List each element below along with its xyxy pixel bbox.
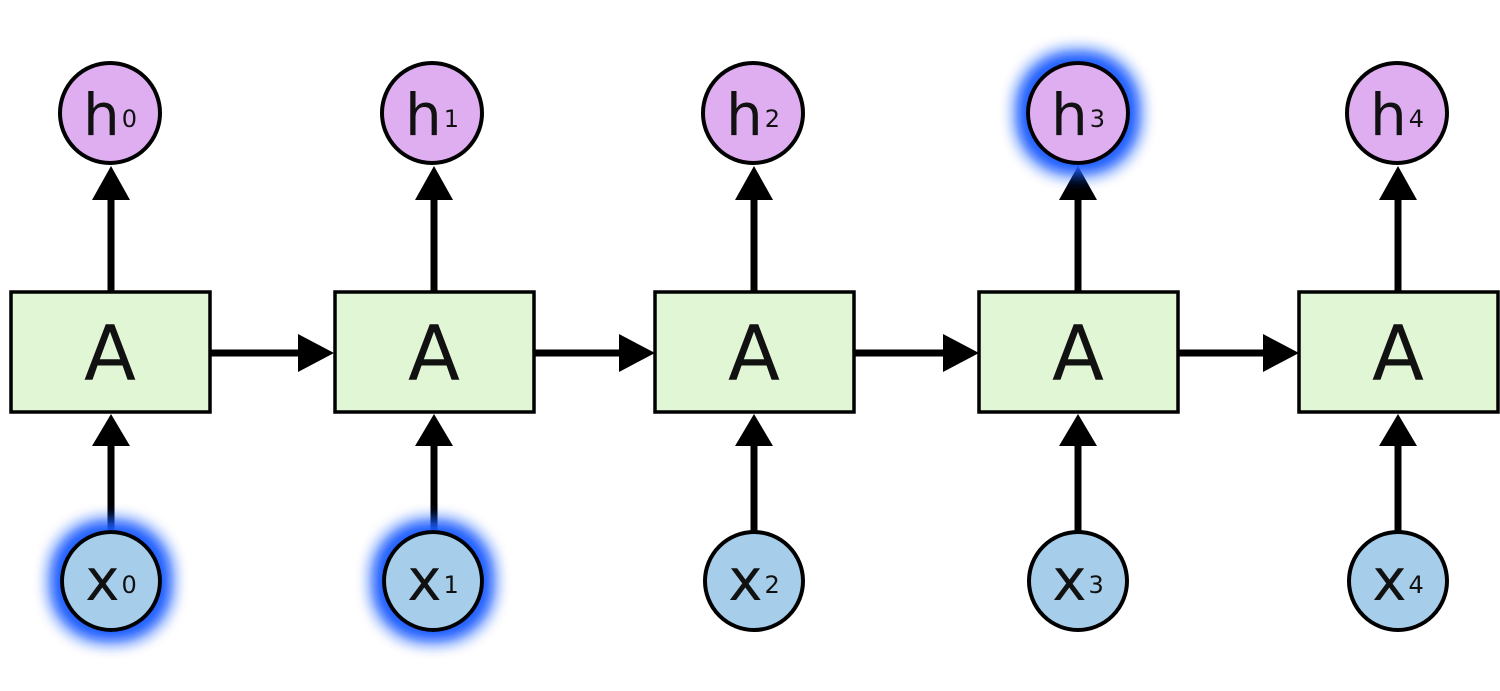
output-label-1: h1	[405, 81, 459, 149]
cell-label-1: A	[408, 309, 460, 398]
output-sub-0: 0	[122, 105, 137, 133]
output-node-4: h4	[1345, 61, 1449, 165]
arrowhead-input-3	[1059, 414, 1097, 446]
arrowhead-output-4	[1379, 166, 1417, 200]
arrowhead-input-4	[1379, 414, 1417, 446]
input-circle-2	[703, 530, 805, 632]
cell-label-4: A	[1372, 309, 1424, 398]
input-label-1: x1	[407, 546, 459, 614]
output-label-0: h0	[83, 81, 137, 149]
step-1: A h1 x1	[333, 61, 536, 632]
input-base-4: x	[1372, 546, 1406, 614]
cell-1	[333, 290, 536, 414]
input-base-3: x	[1052, 546, 1086, 614]
cell-2	[653, 290, 856, 414]
input-base-1: x	[407, 546, 441, 614]
cell-4	[1297, 290, 1500, 414]
output-circle-0	[58, 61, 162, 165]
output-label-4: h4	[1370, 81, 1424, 149]
arrowhead-input-0	[92, 414, 130, 446]
input-node-0: x0	[60, 530, 162, 632]
arrowhead-hidden-1-2	[619, 334, 655, 372]
input-label-2: x2	[728, 546, 780, 614]
step-3: A h3 x3	[977, 61, 1180, 632]
output-sub-4: 4	[1409, 105, 1424, 133]
input-sub-3: 3	[1089, 571, 1104, 599]
arrowhead-hidden-0-1	[298, 334, 334, 372]
arrowhead-hidden-3-4	[1263, 334, 1299, 372]
output-label-3: h3	[1051, 81, 1105, 149]
cell-label-2: A	[728, 309, 780, 398]
input-sub-2: 2	[765, 571, 780, 599]
arrowhead-input-1	[415, 414, 453, 446]
input-node-1: x1	[382, 530, 484, 632]
input-circle-0	[60, 530, 162, 632]
arrowhead-output-0	[92, 166, 130, 200]
output-circle-1	[380, 61, 484, 165]
output-label-2: h2	[726, 81, 780, 149]
output-base-3: h	[1051, 81, 1088, 149]
input-base-0: x	[85, 546, 119, 614]
input-node-4: x4	[1347, 530, 1449, 632]
arrowhead-output-3	[1059, 166, 1097, 200]
cell-label-3: A	[1052, 309, 1104, 398]
input-label-0: x0	[85, 546, 137, 614]
output-node-1: h1	[380, 61, 484, 165]
output-base-2: h	[726, 81, 763, 149]
output-sub-1: 1	[444, 105, 459, 133]
step-0: A h0 x0	[9, 61, 212, 632]
input-base-2: x	[728, 546, 762, 614]
cell-label-0: A	[84, 309, 136, 398]
input-sub-1: 1	[444, 571, 459, 599]
arrowhead-input-2	[735, 414, 773, 446]
output-circle-3	[1026, 61, 1130, 165]
output-base-0: h	[83, 81, 120, 149]
input-sub-4: 4	[1409, 571, 1424, 599]
output-circle-2	[701, 61, 805, 165]
output-node-2: h2	[701, 61, 805, 165]
output-node-0: h0	[58, 61, 162, 165]
output-sub-2: 2	[765, 105, 780, 133]
input-circle-1	[382, 530, 484, 632]
output-circle-4	[1345, 61, 1449, 165]
output-sub-3: 3	[1090, 105, 1105, 133]
output-node-3: h3	[1026, 61, 1130, 165]
input-sub-0: 0	[122, 571, 137, 599]
input-circle-3	[1027, 530, 1129, 632]
input-node-3: x3	[1027, 530, 1129, 632]
arrowhead-output-1	[415, 166, 453, 200]
input-node-2: x2	[703, 530, 805, 632]
arrowhead-hidden-2-3	[943, 334, 979, 372]
step-2: A h2 x2	[653, 61, 856, 632]
input-circle-4	[1347, 530, 1449, 632]
arrowhead-output-2	[735, 166, 773, 200]
input-label-3: x3	[1052, 546, 1104, 614]
output-base-4: h	[1370, 81, 1407, 149]
input-label-4: x4	[1372, 546, 1424, 614]
cell-3	[977, 290, 1180, 414]
step-4: A h4 x4	[1297, 61, 1500, 632]
output-base-1: h	[405, 81, 442, 149]
